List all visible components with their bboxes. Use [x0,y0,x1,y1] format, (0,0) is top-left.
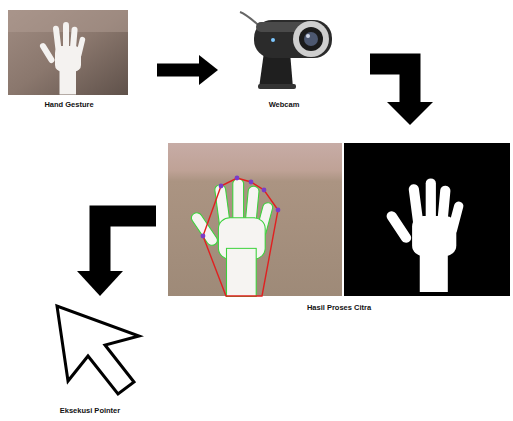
block-arrow [370,64,433,125]
pointer-cursor [57,306,139,394]
caption: Eksekusi Pointer [58,406,122,416]
image-node: Webcam [236,10,332,110]
block-arrow [77,216,156,296]
arrow-head [77,271,123,296]
arrow-head [199,55,218,85]
contour-photo [168,143,342,297]
arrow-head [387,102,433,125]
webcam-icon [240,12,332,89]
hand-photo [8,10,128,95]
binary-mask [344,143,510,296]
block-arrow [157,55,218,85]
arrow-shaft [157,64,200,77]
arrow-shaft [100,216,156,272]
arrow-shaft [370,64,410,103]
caption: Hand Gesture [42,100,95,110]
image-node: Hand Gesture [8,10,130,110]
image-node: Hasil Proses Citra [168,143,510,313]
caption: Webcam [267,100,302,110]
image-node: Eksekusi Pointer [40,300,140,416]
caption: Hasil Proses Citra [305,303,373,313]
